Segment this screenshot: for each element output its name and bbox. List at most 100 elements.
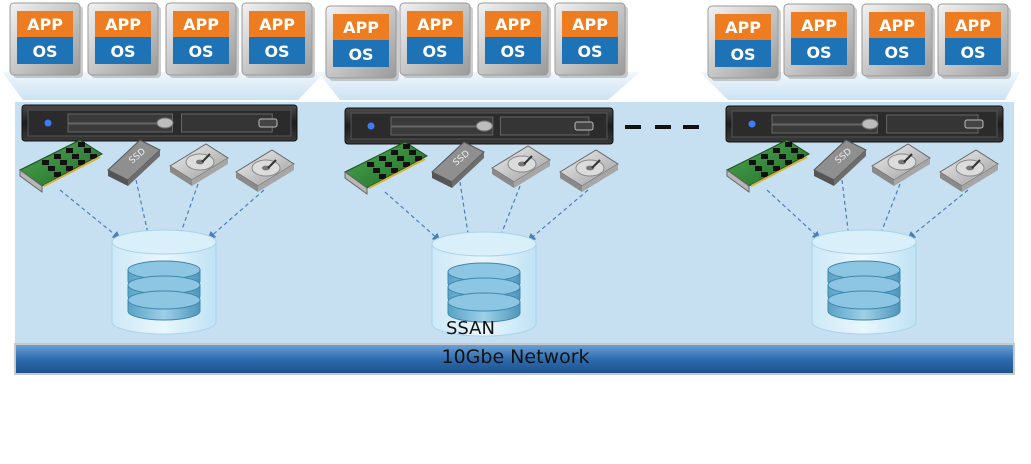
connection-arrow bbox=[207, 189, 265, 240]
hard-drive-icon bbox=[169, 143, 229, 186]
app-label: APP bbox=[183, 15, 219, 34]
vm: APP OS bbox=[325, 5, 399, 81]
hard-drive-icon bbox=[939, 149, 999, 192]
os-label: OS bbox=[960, 43, 985, 62]
connection-arrow bbox=[135, 179, 152, 241]
power-led bbox=[748, 120, 756, 128]
connection-arrow bbox=[877, 183, 901, 241]
hard-drive-icon bbox=[235, 149, 295, 192]
app-label: APP bbox=[343, 18, 379, 37]
os-block bbox=[562, 37, 618, 64]
app-label: APP bbox=[955, 16, 991, 35]
os-block bbox=[407, 37, 463, 64]
connection-arrow bbox=[527, 189, 589, 242]
power-led bbox=[367, 122, 375, 130]
vm: APP OS bbox=[165, 2, 239, 78]
os-label: OS bbox=[884, 43, 909, 62]
app-block bbox=[407, 11, 463, 37]
os-block bbox=[333, 40, 389, 67]
os-block bbox=[173, 37, 229, 64]
app-block bbox=[485, 11, 541, 37]
connection-arrow bbox=[766, 189, 821, 240]
os-label: OS bbox=[422, 42, 447, 61]
connection-arrow bbox=[177, 183, 199, 241]
app-block bbox=[945, 12, 1001, 38]
os-block bbox=[249, 37, 305, 64]
network-card-icon bbox=[344, 141, 428, 195]
app-label: APP bbox=[725, 18, 761, 37]
hard-drive-icon bbox=[871, 143, 931, 186]
connection-arrow bbox=[841, 179, 853, 241]
vm: APP OS bbox=[861, 3, 935, 79]
app-block bbox=[249, 11, 305, 37]
app-block bbox=[95, 11, 151, 37]
app-label: APP bbox=[27, 15, 63, 34]
datastore bbox=[431, 231, 537, 337]
os-block bbox=[95, 37, 151, 64]
vm: APP OS bbox=[937, 3, 1011, 79]
app-label: APP bbox=[259, 15, 295, 34]
dash bbox=[655, 125, 671, 129]
connection-arrow bbox=[459, 181, 473, 243]
vm-fan bbox=[2, 72, 325, 100]
ssd-icon: SSD bbox=[813, 139, 867, 186]
app-block bbox=[791, 12, 847, 38]
app-block bbox=[333, 14, 389, 40]
datastore bbox=[111, 229, 217, 335]
app-block bbox=[173, 11, 229, 37]
dash bbox=[625, 125, 641, 129]
app-block bbox=[715, 14, 771, 40]
ssan-label: SSAN bbox=[446, 318, 495, 339]
app-label: APP bbox=[495, 15, 531, 34]
os-label: OS bbox=[500, 42, 525, 61]
vm: APP OS bbox=[477, 2, 551, 78]
hard-drive-icon bbox=[559, 149, 619, 192]
os-label: OS bbox=[348, 45, 373, 64]
hard-drive-icon bbox=[491, 145, 551, 188]
server bbox=[725, 105, 1004, 143]
dash bbox=[683, 125, 699, 129]
app-block bbox=[562, 11, 618, 37]
network-card-icon bbox=[19, 139, 103, 193]
app-block bbox=[869, 12, 925, 38]
vm: APP OS bbox=[241, 2, 315, 78]
datastore bbox=[811, 229, 917, 335]
os-label: OS bbox=[188, 42, 213, 61]
app-label: APP bbox=[105, 15, 141, 34]
vm-fans bbox=[2, 72, 1020, 100]
os-label: OS bbox=[577, 42, 602, 61]
network-card-icon bbox=[726, 139, 810, 193]
vm: APP OS bbox=[783, 3, 857, 79]
os-block bbox=[945, 38, 1001, 65]
app-label: APP bbox=[417, 15, 453, 34]
os-block bbox=[791, 38, 847, 65]
os-label: OS bbox=[806, 43, 831, 62]
connection-arrow bbox=[59, 189, 121, 240]
vm: APP OS bbox=[554, 2, 628, 78]
os-block bbox=[485, 37, 541, 64]
vm-fan bbox=[318, 72, 640, 100]
server bbox=[21, 104, 298, 142]
app-label: APP bbox=[572, 15, 608, 34]
vm: APP OS bbox=[399, 2, 473, 78]
connection-arrow bbox=[907, 189, 969, 240]
network-bar-shape bbox=[14, 343, 1015, 375]
power-led bbox=[44, 119, 52, 127]
app-block bbox=[17, 11, 73, 37]
os-label: OS bbox=[264, 42, 289, 61]
server bbox=[344, 107, 614, 145]
app-label: APP bbox=[801, 16, 837, 35]
connection-arrow bbox=[497, 185, 521, 243]
app-label: APP bbox=[879, 16, 915, 35]
network-bar bbox=[14, 343, 1015, 375]
ssd-icon: SSD bbox=[107, 139, 161, 186]
os-label: OS bbox=[730, 45, 755, 64]
vm: APP OS bbox=[707, 5, 781, 81]
ellipsis-dashes bbox=[625, 125, 699, 129]
os-label: OS bbox=[32, 42, 57, 61]
